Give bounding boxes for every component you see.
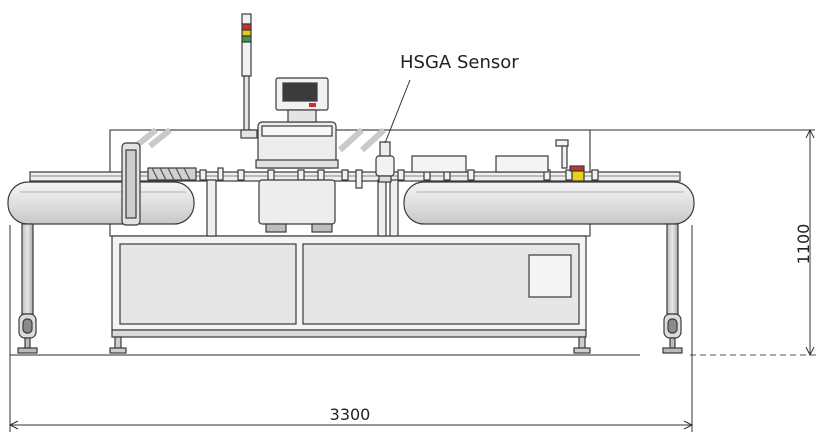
sensor-label: HSGA Sensor (400, 52, 519, 73)
right-leveling-foot (662, 313, 683, 354)
hsga-sensor-unit (375, 141, 395, 183)
emergency-stop-icon (555, 139, 585, 182)
head-unit (255, 121, 339, 233)
hmi-screen-icon (275, 77, 329, 123)
width-dimension (8, 225, 694, 432)
support-post-right (389, 179, 399, 237)
cabinet-foot-left (109, 336, 127, 354)
left-conveyor-leg (21, 223, 34, 315)
right-conveyor-leg (666, 223, 679, 315)
control-panel-box (528, 254, 572, 298)
left-leveling-foot (17, 313, 38, 354)
height-dimension (590, 128, 815, 357)
right-housing-b (495, 155, 549, 173)
cabinet-foot-right (573, 336, 591, 354)
right-roller (403, 181, 695, 225)
width-dimension-label: 3300 (330, 405, 371, 424)
timing-screw (147, 167, 197, 181)
support-post-mid (377, 179, 387, 237)
cabinet-panel-left (119, 243, 297, 325)
height-dimension-label: 1100 (794, 224, 813, 265)
sensor-leader (384, 79, 411, 144)
stack-light-icon (240, 13, 258, 139)
glass-reflection (134, 127, 387, 153)
support-post-left (206, 179, 217, 237)
right-housing-a (411, 155, 467, 173)
left-roller (7, 181, 195, 225)
cabinet-base (111, 329, 587, 338)
